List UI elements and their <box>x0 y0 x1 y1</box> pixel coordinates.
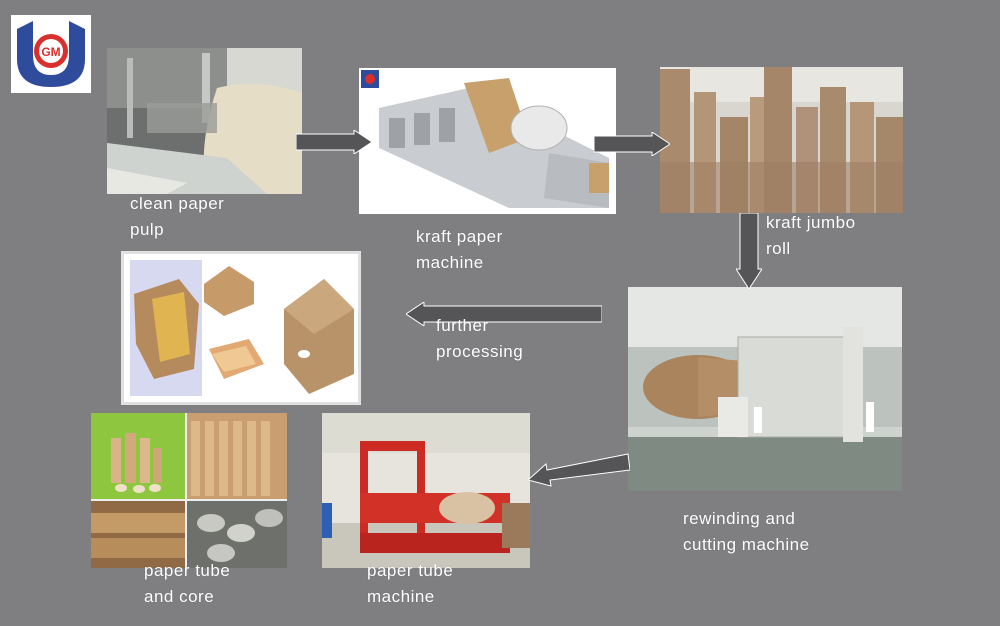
logo-text: GM <box>41 45 60 59</box>
paper-tube-core-photo <box>91 413 287 568</box>
label-kraft-jumbo-roll-line1: kraft jumbo <box>766 213 856 232</box>
company-logo: GM <box>11 15 91 93</box>
label-kraft-jumbo-roll-line2: roll <box>766 239 791 258</box>
label-paper-tube-machine: paper tube machine <box>367 558 453 610</box>
label-paper-tube-and-core: paper tube and core <box>144 558 230 610</box>
label-further-processing-line2: processing <box>436 342 524 361</box>
label-further-processing-line1: further <box>436 316 489 335</box>
label-further-processing: further processing <box>436 313 523 365</box>
label-rewinding-line2: cutting machine <box>683 535 810 554</box>
label-rewinding-line1: rewinding and <box>683 509 796 528</box>
label-paper-tube-core-line2: and core <box>144 587 215 606</box>
arrow-jumbo-to-rewinding <box>736 213 762 289</box>
label-rewinding-cutting-machine: rewinding and cutting machine <box>683 506 810 558</box>
paper-tube-machine-photo <box>322 413 530 568</box>
arrow-rewinding-to-processing <box>406 302 602 326</box>
label-kraft-paper-machine: kraft paper machine <box>416 224 503 276</box>
label-kraft-paper-machine-line2: machine <box>416 253 484 272</box>
label-clean-paper-pulp: clean paper pulp <box>130 191 224 243</box>
label-paper-tube-machine-line2: machine <box>367 587 435 606</box>
pulp-photo <box>107 48 302 194</box>
arrow-pulp-to-machine <box>296 130 372 154</box>
arrow-machine-to-jumbo <box>594 132 670 156</box>
rewinding-cutting-machine-photo <box>628 287 902 491</box>
label-kraft-paper-machine-line1: kraft paper <box>416 227 503 246</box>
label-clean-paper-pulp-line2: pulp <box>130 220 165 239</box>
further-processing-photo <box>121 251 361 405</box>
label-paper-tube-machine-line1: paper tube <box>367 561 454 580</box>
kraft-paper-machine-photo <box>359 68 616 214</box>
kraft-jumbo-roll-photo <box>660 67 903 213</box>
label-clean-paper-pulp-line1: clean paper <box>130 194 225 213</box>
label-paper-tube-core-line1: paper tube <box>144 561 231 580</box>
arrow-rewinding-to-tube-machine <box>528 453 630 487</box>
label-kraft-jumbo-roll: kraft jumbo roll <box>766 210 856 262</box>
